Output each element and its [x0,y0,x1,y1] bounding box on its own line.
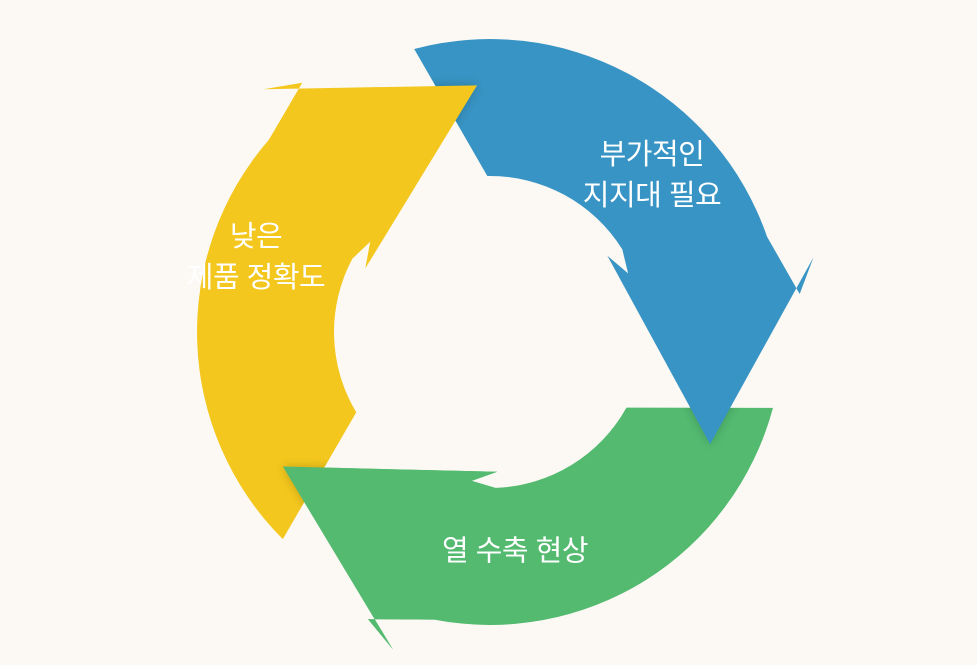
yellow-arrow [197,82,478,540]
green-arrowhead [282,466,498,650]
label-low-product-accuracy-line1: 낮은 [229,221,283,253]
label-low-product-accuracy-line2: 제품 정확도 [186,262,326,294]
label-additional-support-line1: 부가적인 [599,139,705,171]
label-additional-support: 부가적인 지지대 필요 [582,135,722,217]
blue-arrow [414,39,814,445]
label-additional-support-line2: 지지대 필요 [582,180,722,212]
label-thermal-shrinkage-line1: 열 수축 현상 [441,535,589,568]
label-thermal-shrinkage: 열 수축 현상 [441,532,589,573]
label-low-product-accuracy: 낮은 제품 정확도 [186,217,326,299]
